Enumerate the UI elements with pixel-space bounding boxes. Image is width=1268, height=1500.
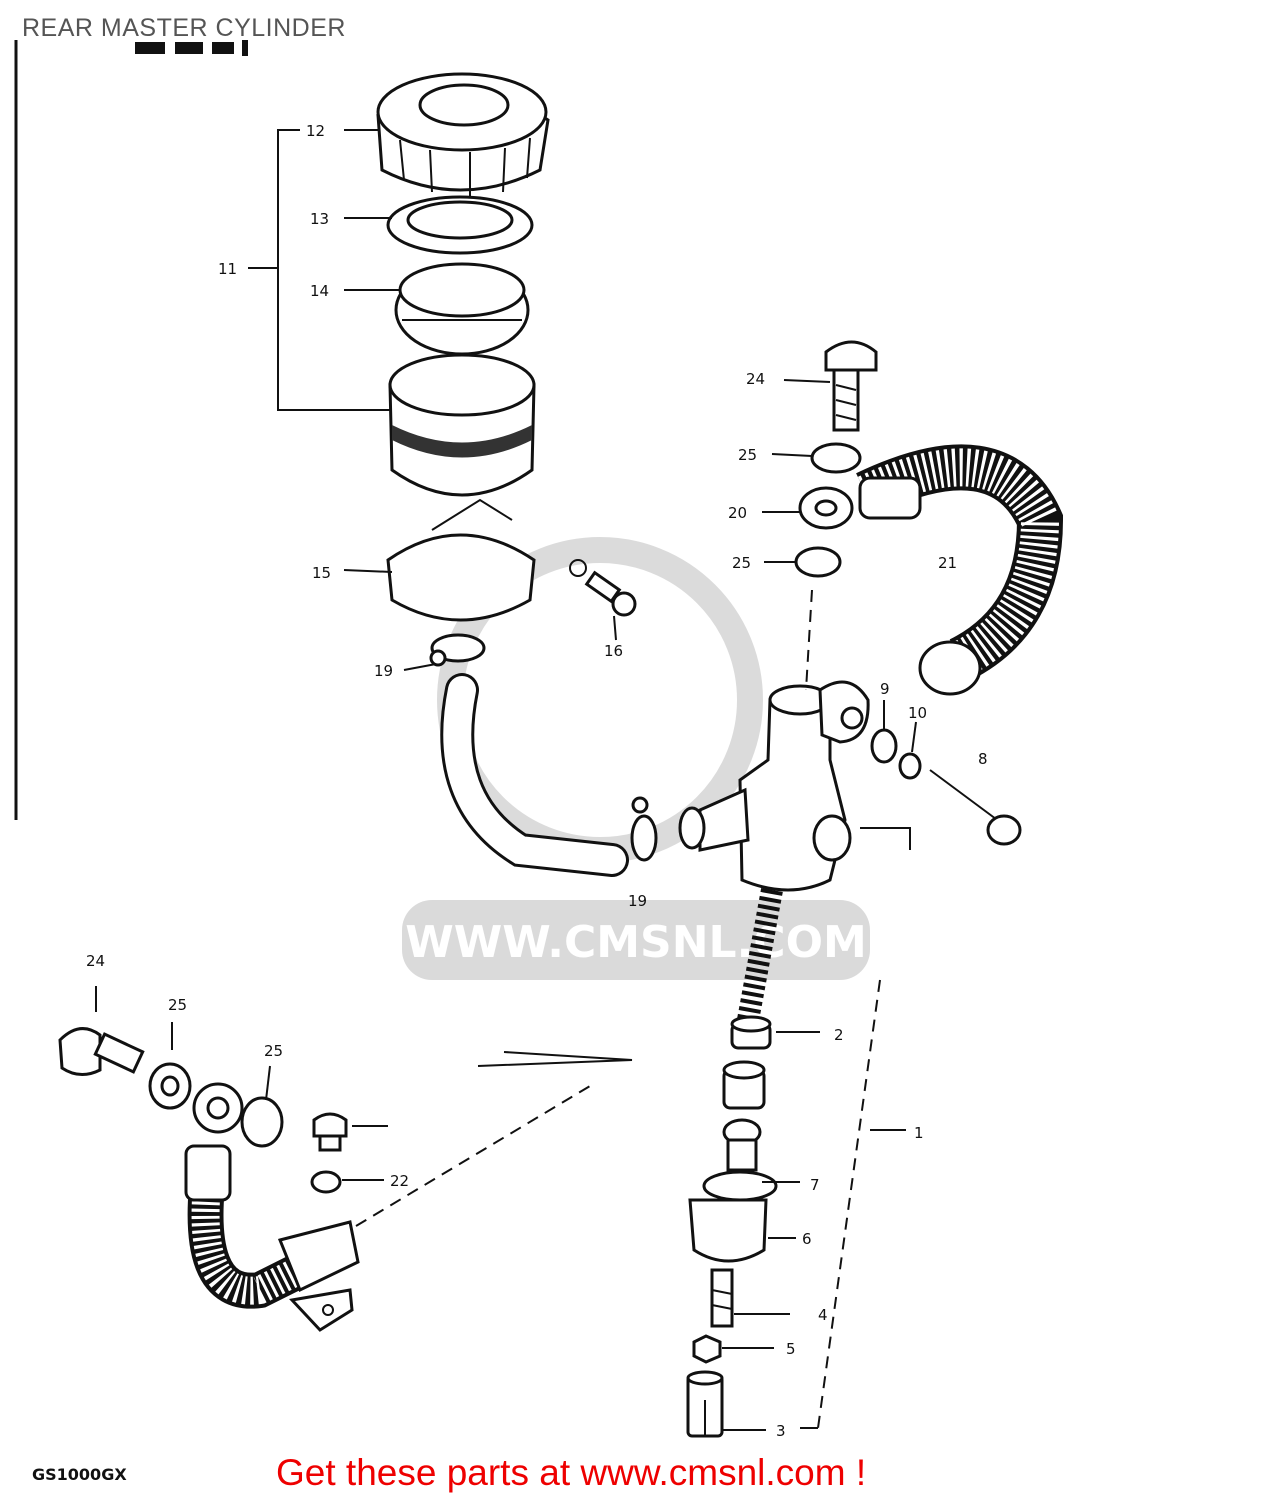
washer-25-right — [240, 1096, 284, 1148]
diaphragm-14 — [394, 262, 530, 356]
washer-22 — [310, 1170, 342, 1194]
washer-25-left — [148, 1062, 192, 1110]
callout-5: 5 — [786, 1340, 796, 1358]
bolt-small — [312, 1112, 348, 1152]
callout-25-right: 25 — [264, 1042, 283, 1060]
spring — [737, 888, 783, 1022]
rod-4 — [710, 1268, 734, 1328]
banjo-bolt-24-upper — [824, 340, 878, 432]
band-15 — [386, 498, 536, 622]
clevis-3 — [686, 1370, 724, 1438]
callout-9: 9 — [880, 680, 890, 698]
model-code: GS1000GX — [32, 1465, 127, 1484]
callout-3: 3 — [776, 1422, 786, 1440]
diagram-title: REAR MASTER CYLINDER — [22, 14, 346, 42]
nut-5 — [692, 1334, 722, 1364]
header-blocks — [135, 40, 248, 56]
banjo-bolt-24-lower — [58, 1027, 145, 1076]
washer-25-upper — [810, 442, 862, 474]
cup-2 — [730, 1015, 772, 1050]
bolt-8 — [929, 769, 1022, 846]
callout-24-upper: 24 — [746, 370, 765, 388]
callout-6: 6 — [802, 1230, 812, 1248]
callout-8: 8 — [978, 750, 988, 768]
bracket-1 — [817, 979, 881, 1429]
callout-15: 15 — [312, 564, 331, 582]
callout-25-lower: 25 — [732, 554, 751, 572]
boot-6 — [688, 1198, 768, 1263]
callout-13: 13 — [310, 210, 329, 228]
callout-12: 12 — [306, 122, 325, 140]
clamp-19-lower — [630, 796, 658, 862]
piston — [722, 1060, 766, 1110]
union-20 — [798, 486, 854, 530]
washer-25-lower — [794, 546, 842, 578]
screw-16 — [569, 559, 637, 617]
pushrod-7 — [702, 1118, 778, 1202]
plate-13 — [386, 195, 534, 255]
footer-parts-link[interactable]: Get these parts at www.cmsnl.com ! — [276, 1452, 867, 1493]
callout-22: 22 — [390, 1172, 409, 1190]
callout-11: 11 — [218, 260, 237, 278]
washer-9 — [870, 728, 898, 764]
callout-7: 7 — [810, 1176, 820, 1194]
callout-19-top: 19 — [374, 662, 393, 680]
watermark-text: WWW.CMSNL.COM — [405, 917, 867, 968]
washer-10 — [898, 752, 922, 780]
brake-hose-lower — [184, 1144, 329, 1309]
reservoir-cap-12 — [376, 72, 550, 196]
hose-joint — [277, 1220, 360, 1332]
callout-24-lower: 24 — [86, 952, 105, 970]
reservoir-body — [388, 353, 536, 497]
callout-14: 14 — [310, 282, 329, 300]
callouts: 12 13 11 14 15 16 19 24 25 20 25 21 9 10… — [86, 122, 988, 1440]
bracket-11 — [277, 129, 390, 411]
hose-21 — [856, 444, 1064, 696]
callout-10: 10 — [908, 704, 927, 722]
master-cylinder-body — [678, 680, 870, 892]
callout-2: 2 — [834, 1026, 844, 1044]
callout-21: 21 — [938, 554, 957, 572]
callout-19-lower: 19 — [628, 892, 647, 910]
leader-lines — [342, 129, 917, 1431]
callout-25-upper: 25 — [738, 446, 757, 464]
callout-25-left: 25 — [168, 996, 187, 1014]
callout-4: 4 — [818, 1306, 828, 1324]
callout-16: 16 — [604, 642, 623, 660]
union-left — [192, 1082, 244, 1134]
callout-1: 1 — [914, 1124, 924, 1142]
callout-20: 20 — [728, 504, 747, 522]
clamp-19-top — [429, 633, 486, 667]
